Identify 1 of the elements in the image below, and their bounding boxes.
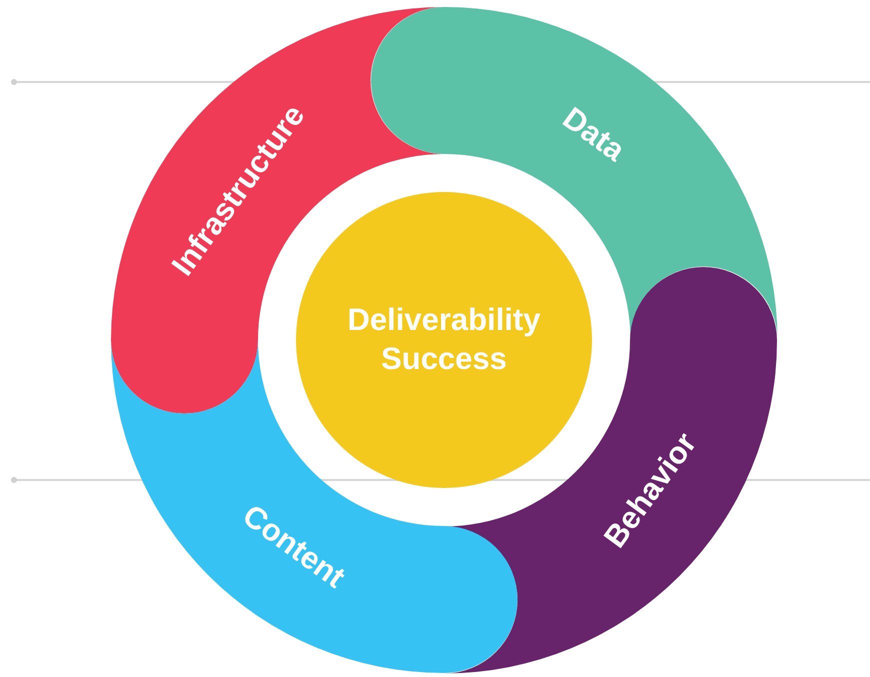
- center-label: Deliverability Success: [346, 301, 542, 378]
